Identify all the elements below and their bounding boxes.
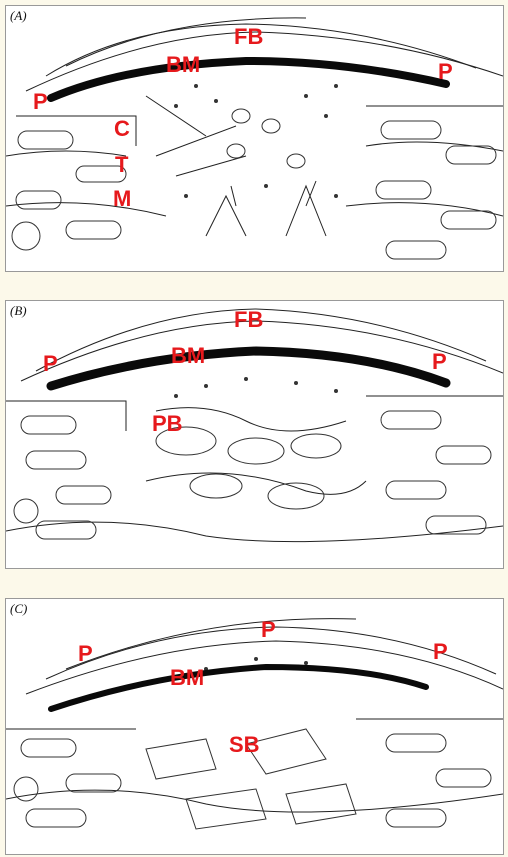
label-fb: FB <box>234 24 264 49</box>
label-m: M <box>113 186 132 211</box>
panel-a-title: (A) <box>10 8 27 23</box>
basement-membrane-a <box>47 56 450 102</box>
label-bm: BM <box>166 52 201 77</box>
panel-c-sketch <box>6 618 503 830</box>
label-p-left: P <box>43 351 58 376</box>
panel-b-title: (B) <box>10 303 27 318</box>
panel-c-title: (C) <box>10 601 28 616</box>
label-fb: FB <box>234 307 264 332</box>
panel-a-sketch <box>6 17 503 260</box>
label-p-top: P <box>261 617 276 642</box>
label-p-right: P <box>438 59 453 84</box>
basement-membrane-b <box>46 346 451 391</box>
label-bm: BM <box>171 343 206 368</box>
panel-b: (B) FB BM P P PB <box>5 300 504 569</box>
label-p-left: P <box>78 641 93 666</box>
label-bm: BM <box>170 665 205 690</box>
panel-c: (C) P P P BM SB <box>5 598 504 855</box>
label-c: C <box>114 116 130 141</box>
basement-membrane-c <box>48 663 429 712</box>
label-p-right: P <box>432 349 447 374</box>
label-t: T <box>115 152 129 177</box>
label-sb: SB <box>229 732 260 757</box>
panel-b-sketch <box>6 308 503 543</box>
label-pb: PB <box>152 411 183 436</box>
label-p-right: P <box>433 639 448 664</box>
panel-a: (A) FB BM P P C T M <box>5 5 504 272</box>
label-p-left: P <box>33 89 48 114</box>
